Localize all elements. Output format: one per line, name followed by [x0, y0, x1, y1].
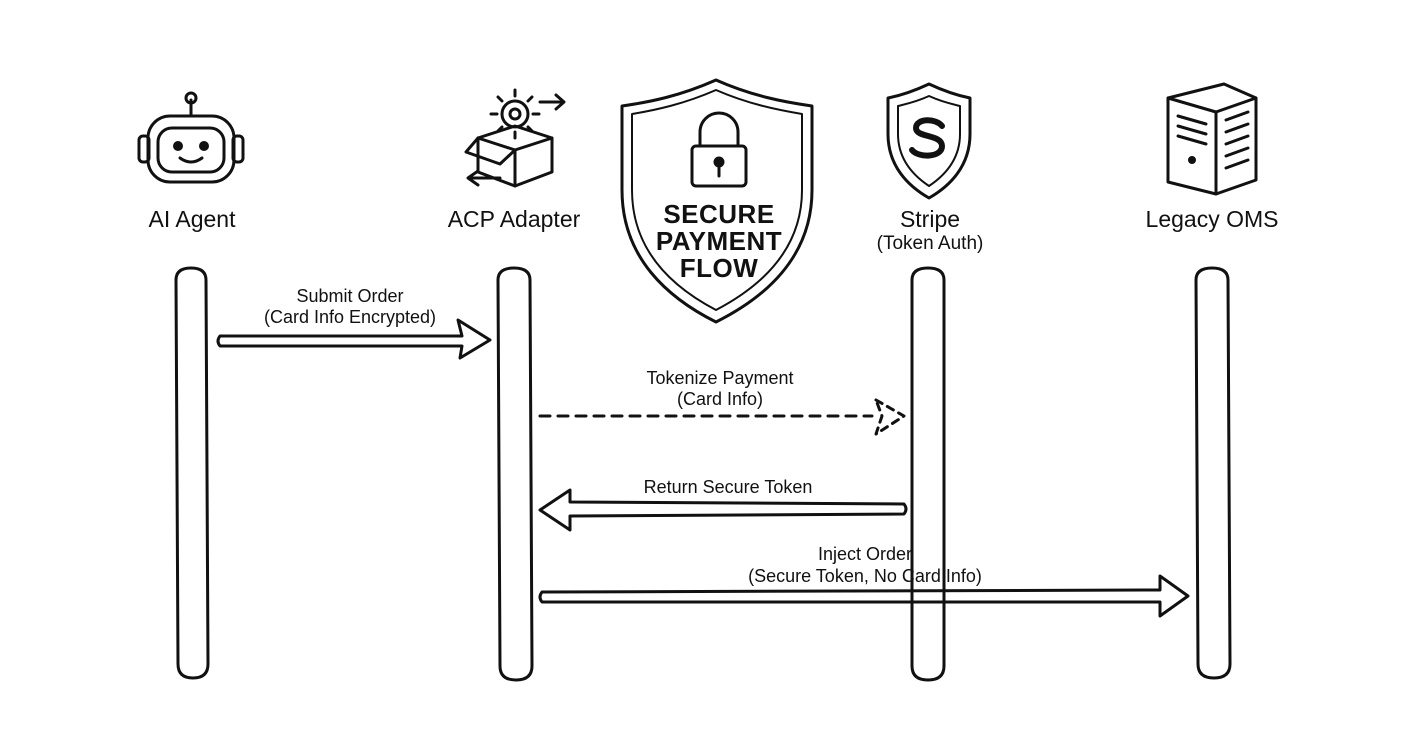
message-label-4-line-1: Inject Order: [817, 544, 913, 564]
lifeline-acp-adapter: [496, 266, 534, 682]
message-label-4-line-2: (Secure Token, No Card Info): [748, 566, 982, 586]
message-label-1-line-2: (Card Info Encrypted): [263, 307, 437, 327]
robot-icon: [137, 91, 245, 184]
padlock-shield-icon: [620, 78, 814, 324]
actor-label-stripe: Stripe: [899, 206, 961, 232]
actor-label-legacy-oms: Legacy OMS: [1145, 206, 1279, 232]
actor-label-acp-adapter: ACP Adapter: [447, 206, 581, 232]
actor-sublabel-stripe: (Token Auth): [876, 233, 984, 254]
badge-title-line-3: FLOW: [679, 253, 759, 283]
arrow-tokenize-payment: [538, 398, 906, 436]
lifeline-stripe: [910, 266, 946, 682]
badge-title-line-1: SECURE: [663, 199, 775, 229]
lifeline-ai-agent: [174, 266, 210, 680]
gear-box-icon: [464, 88, 566, 188]
message-label-2-line-1: Tokenize Payment: [646, 368, 794, 388]
arrow-inject-order: [538, 574, 1190, 618]
message-label-2-line-2: (Card Info): [676, 389, 764, 409]
stripe-shield-icon: [886, 82, 972, 200]
actor-label-ai-agent: AI Agent: [148, 206, 236, 232]
message-label-3-line-1: Return Secure Token: [643, 477, 813, 497]
lifeline-legacy-oms: [1194, 266, 1232, 680]
arrow-return-token: [538, 488, 908, 532]
arrow-submit-order: [216, 318, 492, 360]
badge-title-line-2: PAYMENT: [655, 226, 783, 256]
server-tower-icon: [1166, 82, 1258, 196]
message-label-1-line-1: Submit Order: [296, 286, 404, 306]
